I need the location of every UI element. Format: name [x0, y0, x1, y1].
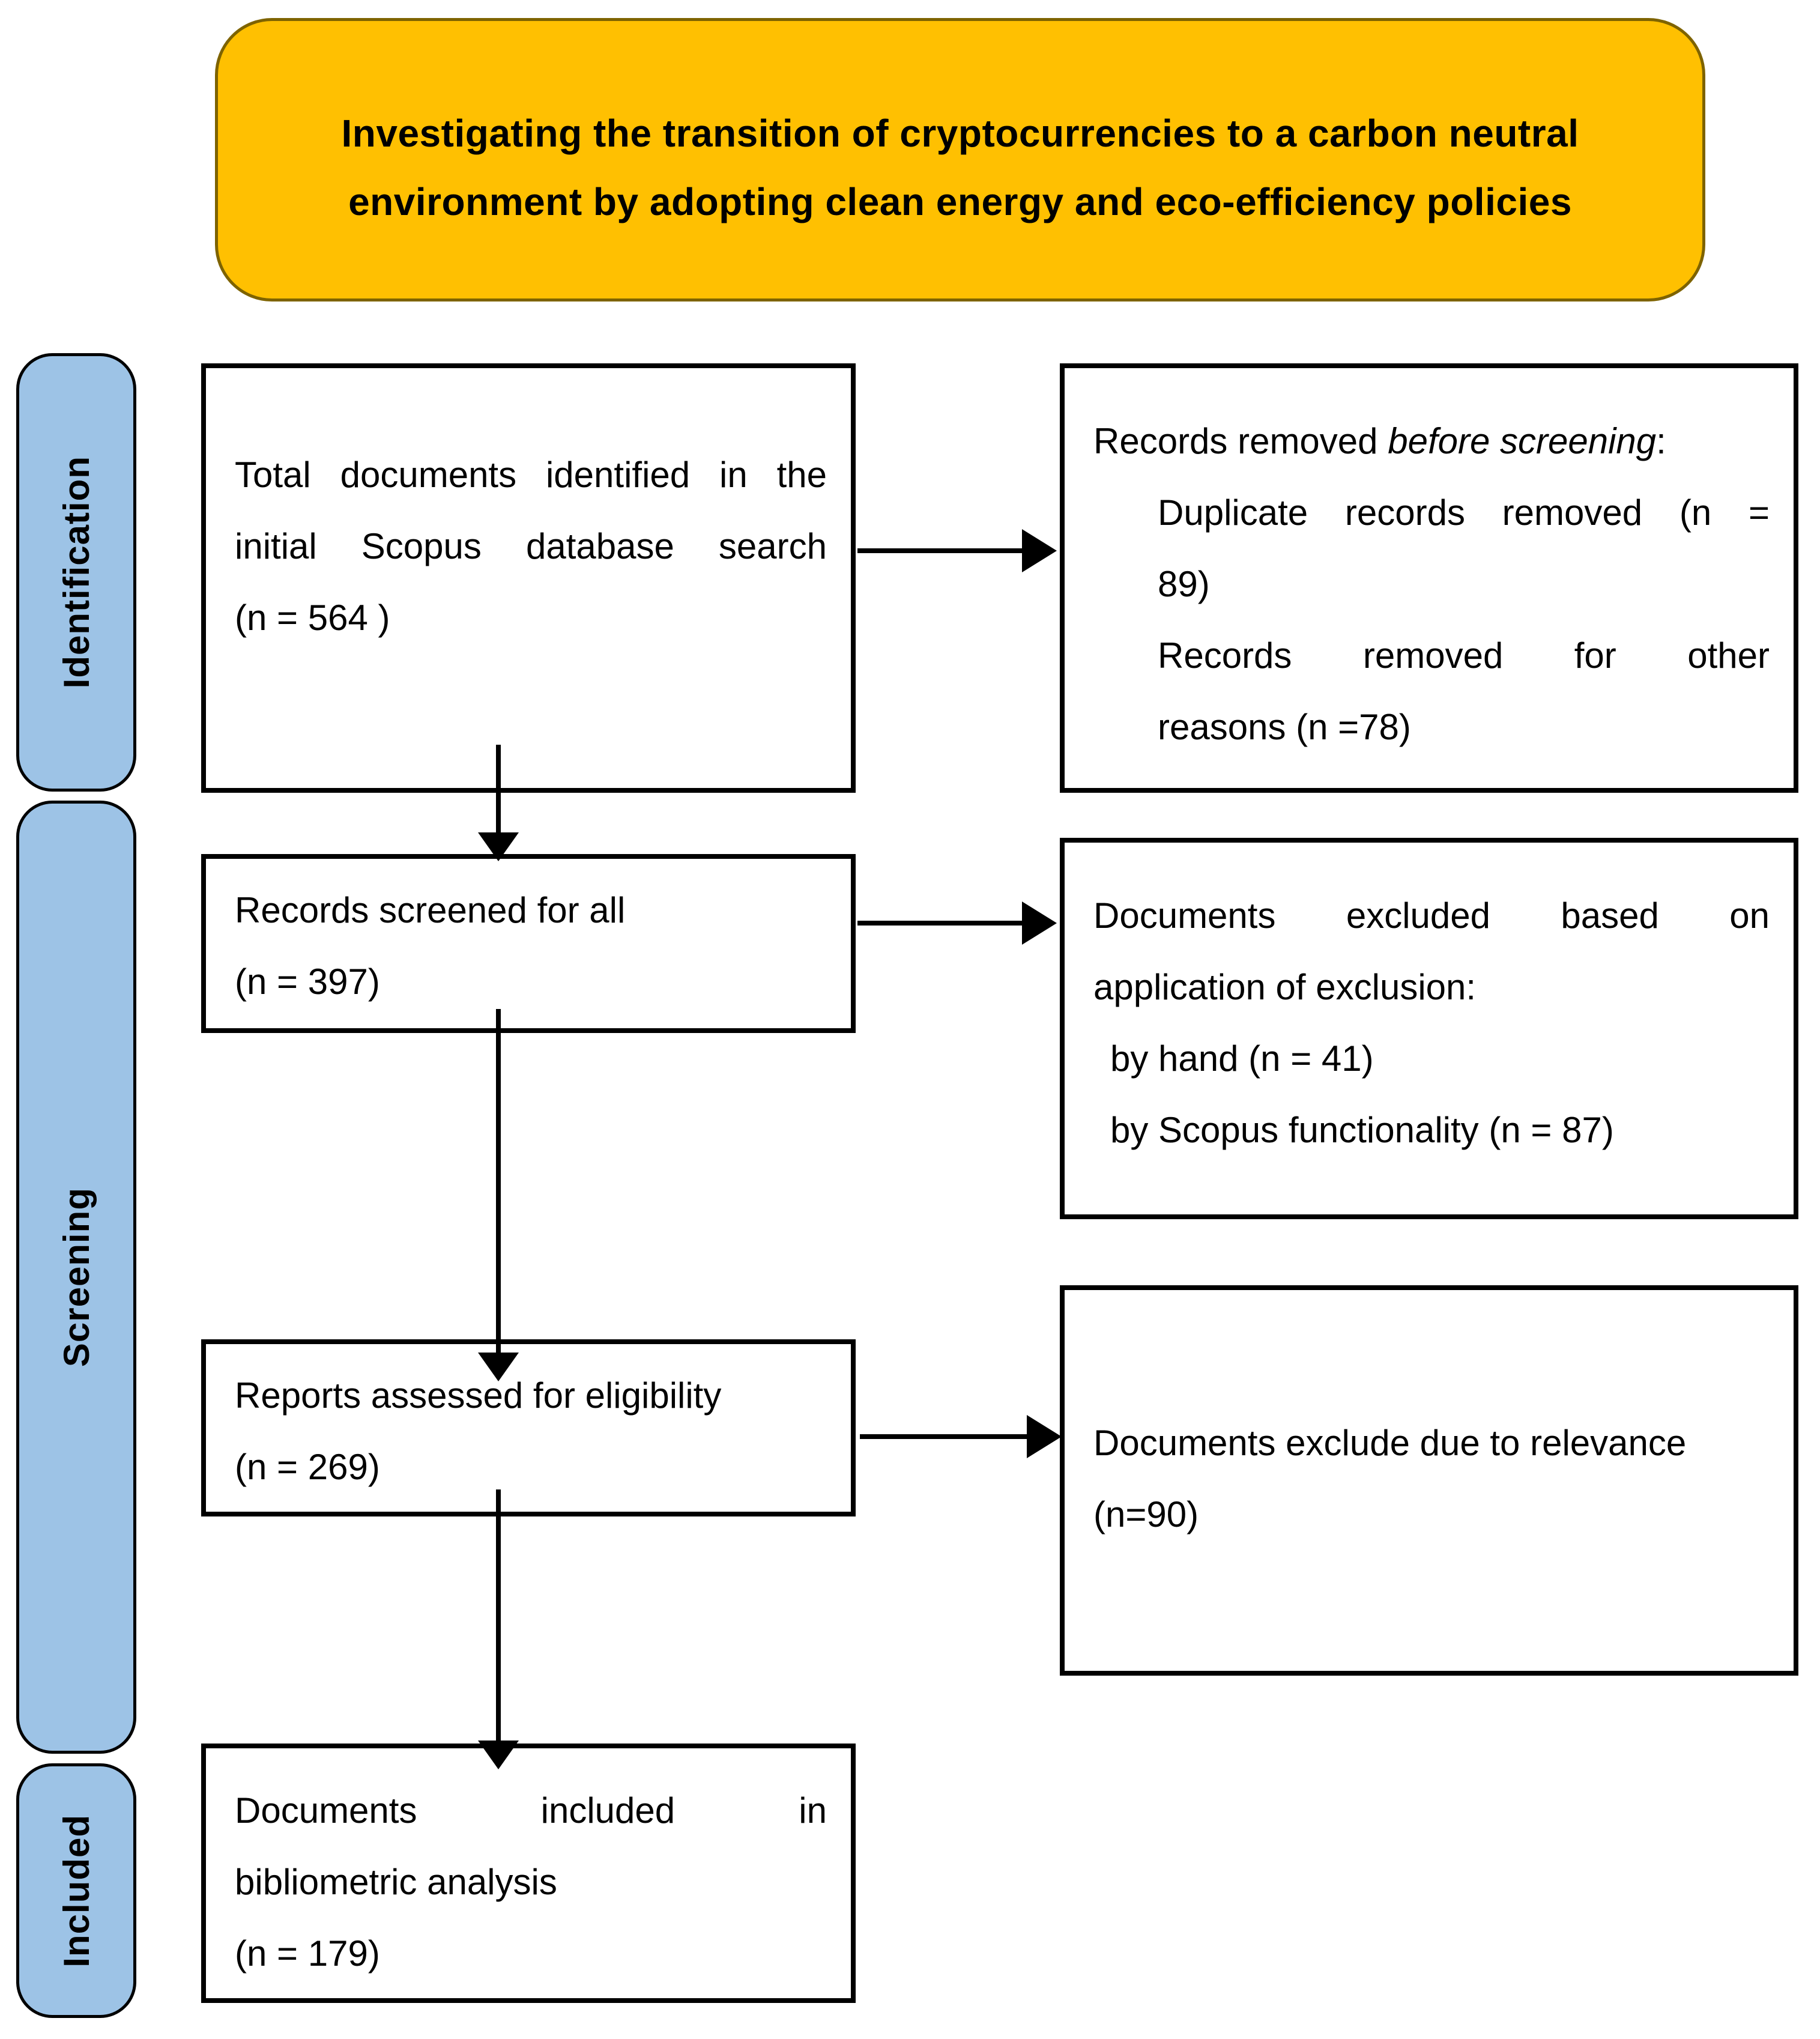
box-line: Total documents identified in the	[235, 455, 827, 495]
box-heading-suffix: :	[1656, 421, 1666, 461]
title-box: Investigating the transition of cryptocu…	[215, 18, 1705, 301]
stage-included-label: Included	[56, 1814, 97, 1968]
arrow-down-icon	[478, 1741, 519, 1769]
box-reports-assessed: Reports assessed for eligibility (n = 26…	[201, 1339, 856, 1516]
box-line: by Scopus functionality (n = 87)	[1110, 1110, 1614, 1150]
arrow-down-icon	[478, 832, 519, 861]
arrow-right-icon	[1022, 901, 1057, 945]
box-heading: Records removed before screening:	[1093, 405, 1770, 477]
box-line: Documents included in	[235, 1790, 827, 1831]
box-heading-prefix: Records removed	[1093, 421, 1388, 461]
arrow-identified-to-screened-line	[496, 745, 501, 835]
box-documents-included: Documents included in bibliometric analy…	[201, 1744, 856, 2003]
box-count: (n = 564 )	[235, 598, 390, 638]
box-line: application of exclusion:	[1093, 967, 1477, 1007]
box-records-screened: Records screened for all (n = 397)	[201, 854, 856, 1033]
stage-screening: Screening	[16, 801, 136, 1754]
stage-identification-label: Identification	[56, 456, 97, 689]
arrow-right-icon	[1027, 1415, 1062, 1458]
arrow-screened-to-assessed-line	[496, 1009, 501, 1354]
title-line-1: Investigating the transition of cryptocu…	[341, 112, 1579, 155]
box-documents-excluded: Documents excluded based on application …	[1060, 838, 1798, 1219]
box-records-removed: Records removed before screening: Duplic…	[1060, 363, 1798, 793]
box-count: 89)	[1158, 564, 1210, 604]
box-line: Reports assessed for eligibility	[235, 1375, 722, 1416]
box-heading-italic: before screening	[1388, 421, 1657, 461]
arrow-assessed-to-relevance-line	[860, 1434, 1028, 1439]
box-line: by hand (n = 41)	[1110, 1038, 1374, 1079]
title-line-2: environment by adopting clean energy and…	[348, 180, 1572, 223]
arrow-right-icon	[1022, 529, 1057, 572]
box-count: (n = 397)	[235, 962, 380, 1002]
box-documents-identified: Total documents identified in the initia…	[201, 363, 856, 793]
arrow-screened-to-excluded-line	[857, 921, 1023, 926]
box-line: Records removed for other	[1158, 635, 1770, 676]
box-line: Documents exclude due to relevance	[1093, 1423, 1687, 1463]
stage-screening-label: Screening	[56, 1187, 97, 1368]
box-count: (n = 179)	[235, 1933, 380, 1974]
box-line: Duplicate records removed (n =	[1158, 492, 1770, 533]
box-line: Documents excluded based on	[1093, 895, 1770, 936]
arrow-down-icon	[478, 1353, 519, 1381]
box-line: bibliometric analysis	[235, 1862, 557, 1902]
box-count: reasons (n =78)	[1158, 707, 1411, 747]
stage-included: Included	[16, 1763, 136, 2018]
box-documents-excluded-relevance: Documents exclude due to relevance (n=90…	[1060, 1285, 1798, 1676]
box-count: (n = 269)	[235, 1447, 380, 1487]
box-line: initial Scopus database search	[235, 526, 827, 566]
arrow-identified-to-removed-line	[857, 548, 1023, 553]
box-line: Records screened for all	[235, 890, 626, 930]
box-count: (n=90)	[1093, 1494, 1199, 1535]
stage-identification: Identification	[16, 353, 136, 792]
arrow-assessed-to-included-line	[496, 1489, 501, 1744]
